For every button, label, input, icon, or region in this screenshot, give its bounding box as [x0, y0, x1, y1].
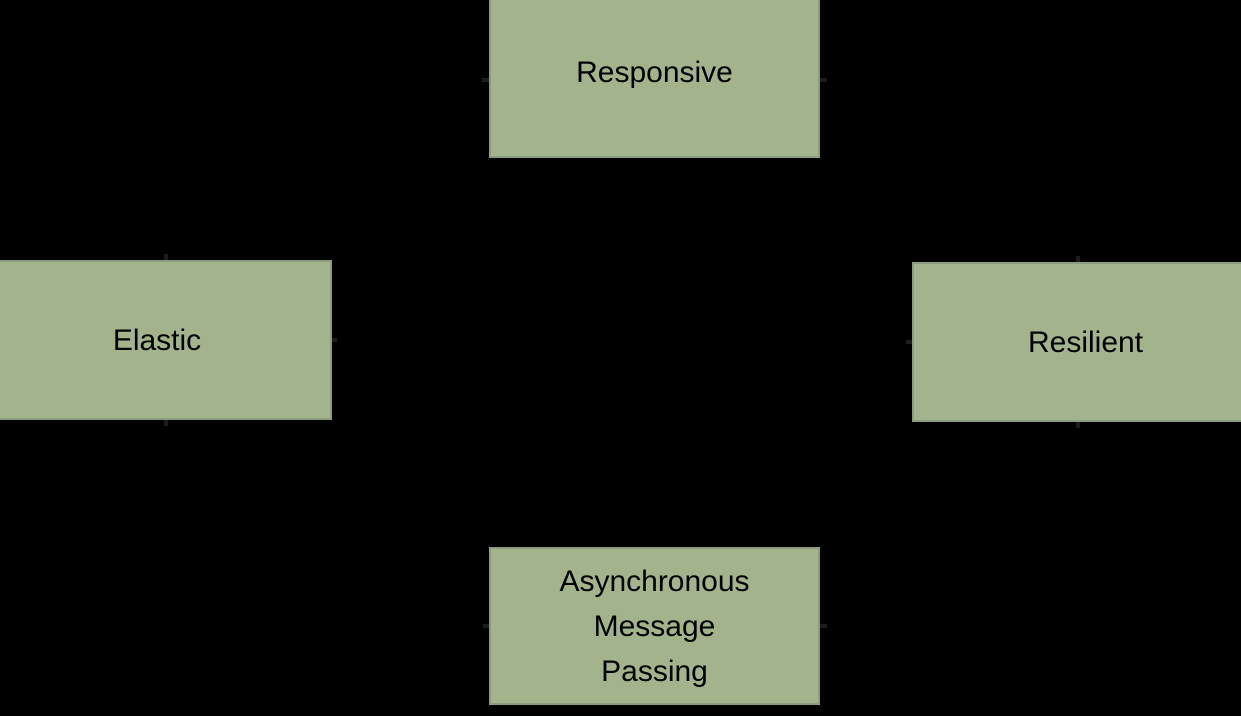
node-resilient[interactable]: Resilient: [912, 262, 1241, 422]
connector-nub-responsive-right: [820, 78, 827, 82]
node-elastic-label: Elastic: [112, 323, 202, 357]
connector-nub-resilient-left: [906, 340, 913, 344]
connector-nub-elastic-right: [330, 338, 337, 342]
connector-resilient-to-responsive: [819, 78, 1079, 264]
node-resilient-label: Resilient: [1027, 325, 1144, 359]
connector-nub-resilient-bottom: [1076, 421, 1080, 428]
node-async-message-passing-label: Asynchronous Message Passing: [559, 564, 750, 688]
connector-nub-elastic-top: [164, 254, 168, 261]
connector-nub-async-right: [820, 624, 827, 628]
connector-async-to-elastic: [165, 418, 490, 628]
node-responsive[interactable]: Responsive: [489, 0, 820, 158]
node-elastic[interactable]: Elastic: [0, 260, 332, 420]
connector-nub-resilient-top: [1076, 256, 1080, 263]
connector-nub-elastic-bottom: [164, 419, 168, 426]
connector-nub-responsive-left: [482, 78, 489, 82]
connector-nub-async-left: [483, 624, 490, 628]
node-async-message-passing[interactable]: Asynchronous Message Passing: [489, 547, 820, 705]
connector-elastic-to-responsive: [165, 78, 490, 262]
node-responsive-label: Responsive: [576, 55, 733, 89]
connector-async-to-resilient: [819, 420, 1079, 628]
